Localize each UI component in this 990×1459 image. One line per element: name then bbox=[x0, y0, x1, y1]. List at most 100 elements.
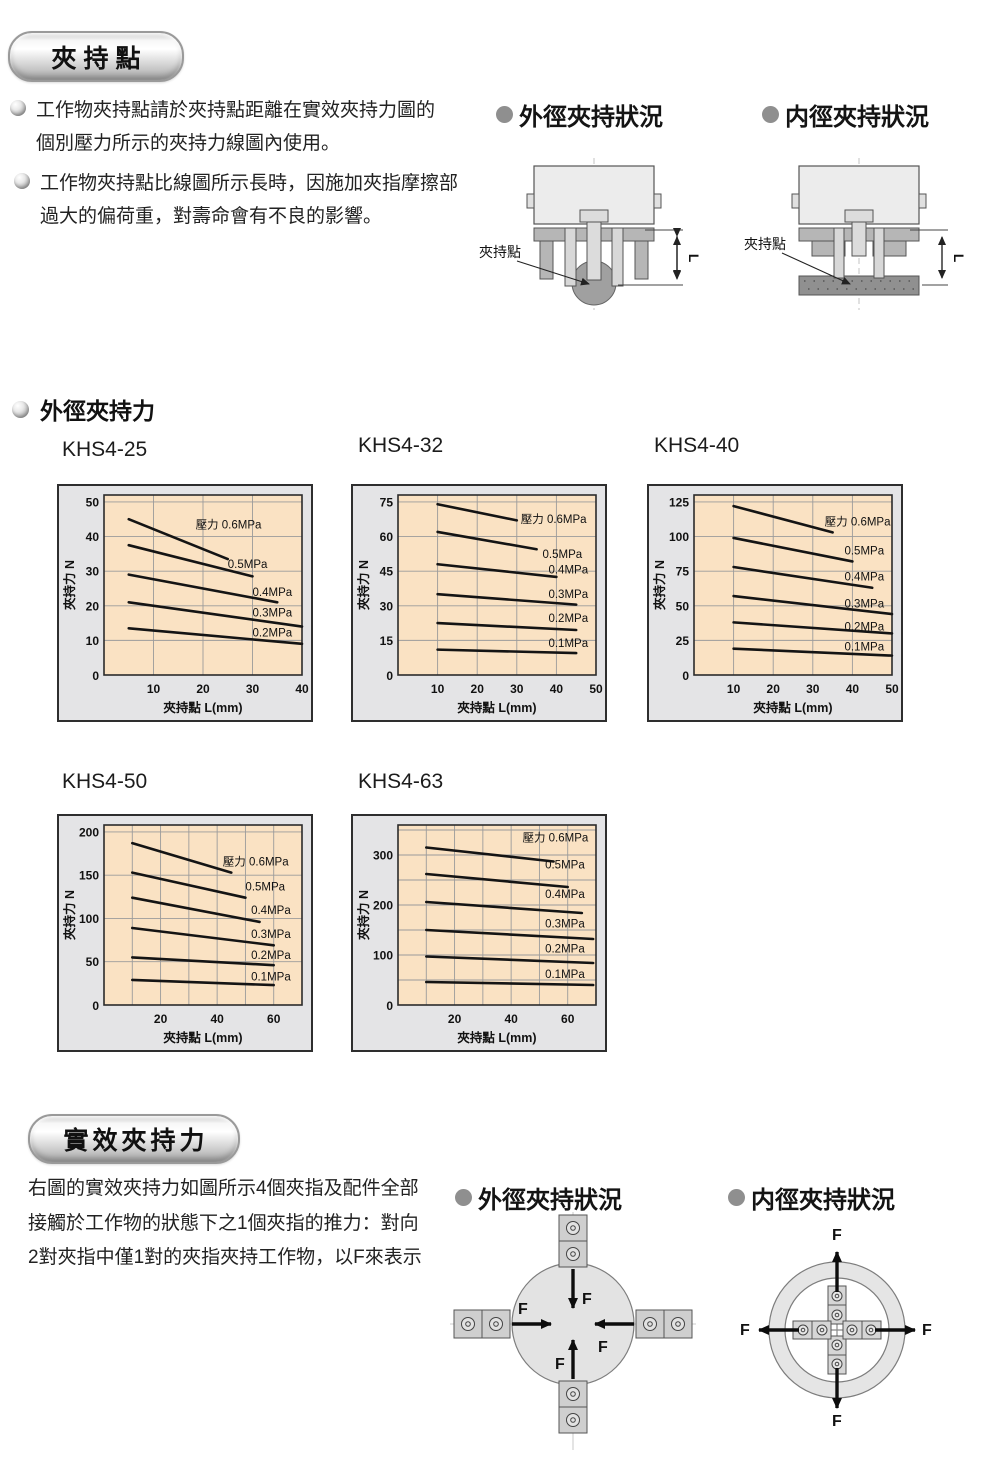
body-tab bbox=[918, 193, 927, 209]
series-line bbox=[424, 928, 595, 941]
header-external-grip-top: 外徑夾持狀況 bbox=[496, 97, 663, 132]
header-external-grip-bottom: 外徑夾持狀況 bbox=[455, 1180, 622, 1215]
series-line bbox=[127, 517, 230, 561]
force-label: F bbox=[598, 1339, 608, 1356]
force-label: F bbox=[582, 1291, 592, 1308]
sphere-bullet-icon bbox=[14, 173, 30, 189]
note-2-text: 工作物夾持點比線圖所示長時，因施加夾指摩擦部 過大的偏荷重，對壽命會有不良的影響… bbox=[40, 168, 458, 233]
note-1-line-2: 個別壓力所示的夾持力線圖內使用。 bbox=[36, 132, 341, 154]
series-line bbox=[424, 980, 595, 987]
grip-point-label: 夾持點 bbox=[479, 244, 521, 260]
series-line bbox=[130, 896, 261, 924]
x-tick-label: 40 bbox=[550, 682, 564, 696]
inner-finger bbox=[564, 227, 577, 287]
x-tick-label: 20 bbox=[767, 682, 781, 696]
note-1: 工作物夾持點請於夾持點距離在實效夾持力圖的 個別壓力所示的夾持力線圖內使用。 bbox=[10, 95, 480, 160]
x-tick-label: 40 bbox=[504, 1012, 518, 1026]
series-label: 0.4MPa bbox=[251, 905, 291, 917]
series-line bbox=[127, 573, 279, 604]
header-external-grip-top-label: 外徑夾持狀況 bbox=[519, 104, 663, 131]
series-line bbox=[436, 648, 578, 655]
series-line bbox=[127, 601, 304, 628]
grip-point-badge: 夾持點 bbox=[8, 31, 184, 82]
chart-title-khs4-40: KHS4-40 bbox=[654, 434, 740, 457]
external-force-diagram: F F F F bbox=[450, 1212, 696, 1450]
x-tick-label: 40 bbox=[846, 682, 860, 696]
origin-label: 0 bbox=[682, 669, 689, 683]
y-tick-label: 45 bbox=[380, 565, 394, 579]
x-axis-title: 夾持點 L(mm) bbox=[457, 1030, 536, 1045]
y-tick-label: 15 bbox=[380, 634, 394, 648]
center-stud-flange bbox=[844, 209, 874, 223]
grip-point-arrow bbox=[781, 252, 851, 285]
outer-finger bbox=[539, 240, 554, 280]
y-axis-title: 夾持力 N bbox=[62, 560, 77, 610]
internal-grip-diagram: 夾持點 L bbox=[744, 158, 967, 310]
finger-left bbox=[453, 1309, 511, 1339]
x-tick-label: 60 bbox=[561, 1012, 575, 1026]
circle-bullet-icon bbox=[728, 1189, 745, 1206]
finger-top bbox=[827, 1285, 847, 1325]
y-tick-label: 30 bbox=[380, 599, 394, 613]
series-line bbox=[130, 871, 247, 899]
series-label: 0.1MPa bbox=[548, 638, 588, 650]
header-internal-grip-bottom: 内徑夾持狀況 bbox=[728, 1180, 895, 1215]
series-label: 0.3MPa bbox=[548, 589, 588, 601]
y-tick-label: 20 bbox=[86, 599, 100, 613]
series-label: 0.5MPa bbox=[228, 559, 268, 571]
plot-border bbox=[103, 494, 303, 676]
chart-canvas: 壓力 0.6MPa0.5MPa0.4MPa0.3MPa0.2MPa0.1MPa1… bbox=[356, 824, 597, 1045]
y-tick-label: 75 bbox=[380, 495, 394, 509]
series-line bbox=[130, 978, 276, 987]
grip-point-arrow bbox=[516, 260, 590, 286]
x-tick-label: 20 bbox=[154, 1012, 168, 1026]
chart-title-khs4-63: KHS4-63 bbox=[358, 770, 444, 793]
grip-point-label: 夾持點 bbox=[744, 236, 786, 252]
series-line bbox=[424, 846, 555, 863]
inner-finger bbox=[833, 227, 845, 279]
series-label: 0.5MPa bbox=[245, 881, 285, 893]
y-tick-label: 100 bbox=[79, 912, 99, 926]
section-external-grip-force-label: 外徑夾持力 bbox=[40, 398, 155, 424]
series-label: 0.2MPa bbox=[844, 622, 884, 634]
x-tick-label: 40 bbox=[295, 682, 309, 696]
effective-grip-force-badge-label: 實效夾持力 bbox=[63, 1127, 209, 1155]
series-label: 0.4MPa bbox=[545, 889, 585, 901]
sphere-bullet-icon bbox=[12, 400, 29, 418]
series-label: 0.3MPa bbox=[251, 929, 291, 941]
header-internal-grip-top: 内徑夾持狀況 bbox=[762, 97, 929, 132]
y-tick-label: 75 bbox=[676, 565, 690, 579]
y-tick-label: 300 bbox=[373, 849, 393, 863]
header-external-grip-bottom-label: 外徑夾持狀況 bbox=[478, 1187, 622, 1214]
series-label: 壓力 0.6MPa bbox=[196, 518, 262, 531]
y-axis-title: 夾持力 N bbox=[652, 560, 667, 610]
force-label: F bbox=[740, 1322, 750, 1339]
center-stud-stem bbox=[851, 221, 867, 257]
origin-label: 0 bbox=[92, 669, 99, 683]
plot-border bbox=[693, 494, 893, 676]
series-line bbox=[127, 543, 254, 578]
sphere-bullet-icon bbox=[10, 100, 26, 116]
x-tick-label: 10 bbox=[147, 682, 161, 696]
force-label: F bbox=[922, 1322, 932, 1339]
series-label: 0.4MPa bbox=[548, 564, 588, 576]
series-label: 0.1MPa bbox=[545, 969, 585, 981]
note-1-line-1: 工作物夾持點請於夾持點距離在實效夾持力圖的 bbox=[36, 100, 436, 121]
series-line bbox=[127, 626, 304, 646]
plot-area bbox=[398, 495, 596, 675]
plot-border bbox=[397, 824, 597, 1006]
center-mark bbox=[831, 1324, 843, 1336]
x-tick-label: 60 bbox=[267, 1012, 281, 1026]
center-stud-flange bbox=[579, 209, 609, 223]
x-tick-label: 40 bbox=[210, 1012, 224, 1026]
header-internal-grip-bottom-label: 内徑夾持狀況 bbox=[751, 1187, 895, 1214]
paragraph-line-2: 接觸於工作物的狀態下之1個夾指的推力：對向 bbox=[28, 1212, 419, 1234]
y-tick-label: 50 bbox=[676, 599, 690, 613]
series-label: 0.4MPa bbox=[253, 587, 293, 599]
series-label: 0.4MPa bbox=[844, 572, 884, 584]
inner-finger bbox=[611, 227, 624, 287]
external-grip-diagram: 夾持點 L bbox=[479, 158, 702, 310]
